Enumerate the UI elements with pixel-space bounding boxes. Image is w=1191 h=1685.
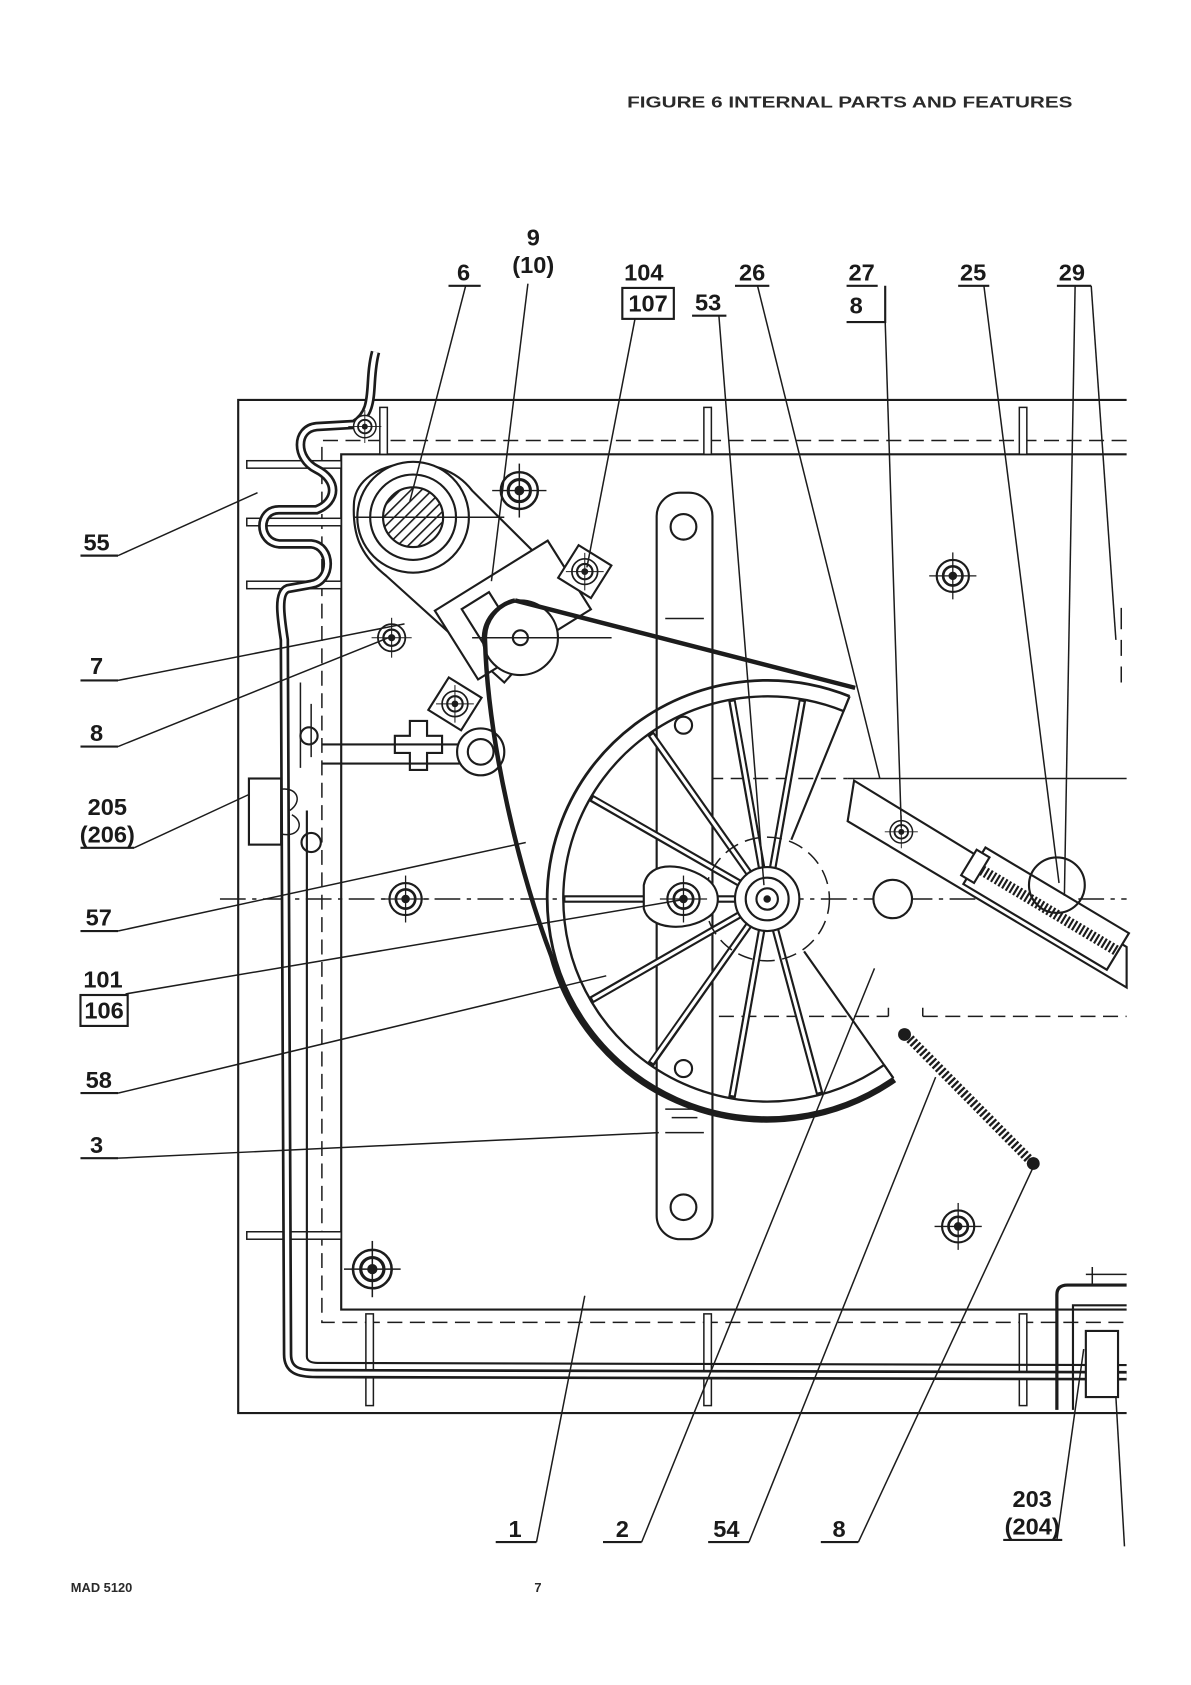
pivot-hole bbox=[873, 880, 912, 918]
screw bbox=[344, 1241, 401, 1297]
footer-page-number: 7 bbox=[534, 1580, 541, 1595]
tension-spring bbox=[910, 1039, 1030, 1161]
callout-106: 106 bbox=[84, 998, 123, 1024]
callout-9: 9 bbox=[527, 224, 540, 250]
callout-29: 29 bbox=[1059, 260, 1085, 286]
screw bbox=[382, 876, 429, 923]
footer-document-code: MAD 5120 bbox=[71, 1580, 133, 1595]
screw bbox=[935, 1203, 982, 1250]
callout-25: 25 bbox=[960, 260, 986, 286]
callout-205: 205 bbox=[88, 794, 127, 820]
callout-6: 6 bbox=[457, 260, 470, 286]
callout-8-left: 8 bbox=[90, 720, 103, 746]
terminal-assembly bbox=[1057, 1267, 1127, 1410]
screw bbox=[372, 618, 412, 658]
callout-10: (10) bbox=[512, 252, 554, 278]
callout-27: 27 bbox=[848, 260, 874, 286]
callout-8-top: 8 bbox=[850, 293, 863, 319]
callout-206: (206) bbox=[80, 822, 135, 848]
figure-title: FIGURE 6 INTERNAL PARTS AND FEATURES bbox=[627, 94, 1073, 112]
screw bbox=[929, 552, 976, 599]
callout-8-bottom: 8 bbox=[832, 1516, 845, 1542]
callout-204: (204) bbox=[1005, 1514, 1060, 1540]
callout-203: 203 bbox=[1013, 1486, 1052, 1512]
leader-lines bbox=[118, 284, 1124, 1547]
callout-53: 53 bbox=[695, 289, 721, 315]
callout-101: 101 bbox=[83, 967, 122, 993]
screw bbox=[348, 410, 381, 443]
callout-26: 26 bbox=[739, 260, 765, 286]
callout-2: 2 bbox=[616, 1516, 629, 1542]
callout-7: 7 bbox=[90, 653, 103, 679]
callout-55: 55 bbox=[83, 529, 109, 555]
label-underlines bbox=[80, 286, 1091, 1542]
damper-cylinder bbox=[958, 844, 1129, 970]
callout-58: 58 bbox=[86, 1067, 112, 1093]
callout-54: 54 bbox=[713, 1516, 739, 1542]
callout-107: 107 bbox=[628, 290, 667, 316]
spring-anchor bbox=[898, 1028, 911, 1041]
slot-notch bbox=[888, 1008, 922, 1017]
callout-1: 1 bbox=[508, 1516, 521, 1542]
callout-3: 3 bbox=[90, 1132, 103, 1158]
callout-104: 104 bbox=[624, 260, 663, 286]
callout-57: 57 bbox=[86, 905, 112, 931]
